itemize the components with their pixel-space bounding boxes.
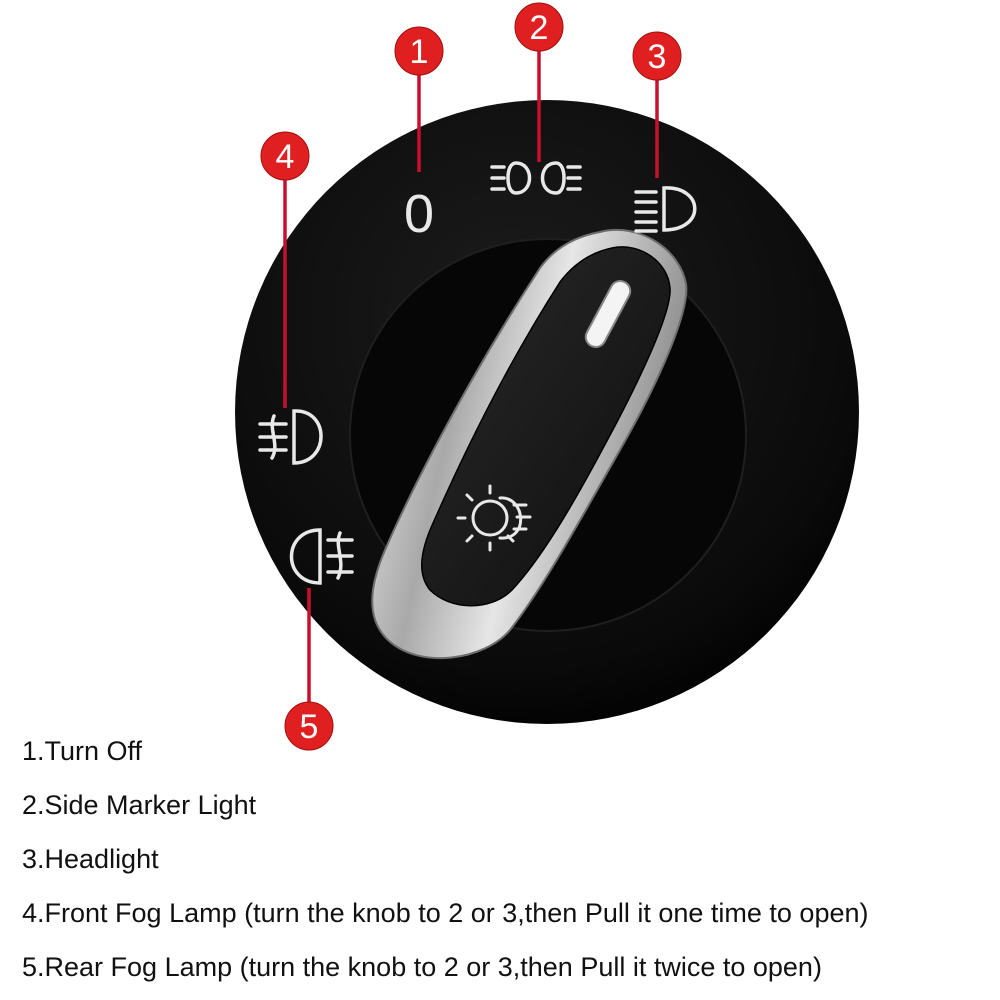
front-fog-lamp-icon [258,409,323,465]
callout-5: 5 [284,701,334,751]
callout-number: 4 [276,138,295,176]
callout-3: 3 [632,31,682,81]
off-symbol: 0 [404,184,434,244]
callout-number: 1 [410,33,429,71]
knob-indicator [584,280,632,348]
legend-item-side-marker-light: 2.Side Marker Light [22,790,257,820]
legend-item-headlight: 3.Headlight [22,844,159,874]
callout-number: 5 [300,708,319,746]
callout-number: 3 [648,38,667,76]
callout-4: 4 [260,131,310,181]
headlight-icon [634,186,697,233]
legend-list: 1.Turn Off 2.Side Marker Light 3.Headlig… [22,724,992,994]
rear-fog-lamp-icon [289,528,354,585]
callout-number: 2 [530,9,549,47]
callout-pointers [283,46,659,710]
legend-item-front-fog-lamp: 4.Front Fog Lamp (turn the knob to 2 or … [22,898,869,928]
side-marker-light-icon [490,161,582,195]
headlight-auto-icon [456,484,532,552]
legend-item-turn-off: 1.Turn Off [22,736,143,766]
callout-1: 1 [394,26,444,76]
legend-item-rear-fog-lamp: 5.Rear Fog Lamp (turn the knob to 2 or 3… [22,952,822,982]
light-switch-diagram: 0 [235,2,859,751]
callout-2: 2 [514,2,564,52]
